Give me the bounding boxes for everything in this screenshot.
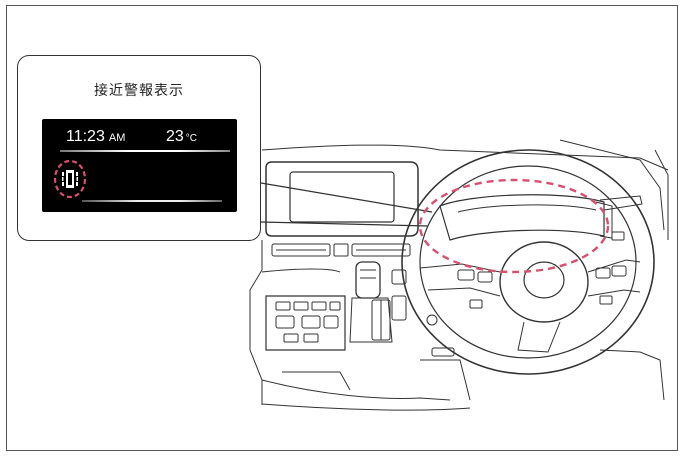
proximity-sonar-icon — [62, 170, 78, 188]
leader-line-top — [260, 182, 433, 213]
dash-left-contour — [249, 240, 263, 405]
lower-console-inner — [282, 371, 351, 391]
dash-right-lower — [599, 349, 665, 401]
knee-panel — [420, 359, 471, 401]
steering-wheel — [401, 149, 655, 375]
windshield-line — [559, 139, 665, 231]
lower-console — [261, 379, 451, 401]
temperature-readout: 23°C — [166, 128, 197, 146]
usb-port — [431, 347, 455, 357]
clock-time: 11:23 — [66, 128, 105, 145]
climate-panel — [265, 295, 346, 351]
display-divider-top — [60, 150, 230, 152]
gear-shifter — [349, 261, 407, 343]
dash-top-line — [261, 144, 669, 171]
center-vents — [271, 243, 411, 257]
clock-ampm: AM — [108, 132, 126, 144]
center-screen — [265, 161, 419, 237]
dash-lower-curve — [261, 268, 341, 273]
start-button — [426, 314, 438, 326]
floor-line — [261, 403, 471, 411]
dash-right-edge — [654, 149, 669, 240]
temperature-value: 23 — [166, 128, 184, 145]
callout-title: 接近警報表示 — [94, 83, 184, 99]
display-divider-bottom — [82, 200, 222, 202]
temperature-unit: °C — [185, 133, 198, 144]
instrument-cluster — [439, 194, 613, 241]
icon-highlight-circle — [53, 159, 87, 199]
column-switch — [611, 231, 625, 241]
leader-line-bottom — [260, 221, 429, 227]
cluster-highlight-circle — [418, 178, 610, 274]
wiper-stalk — [599, 195, 643, 211]
